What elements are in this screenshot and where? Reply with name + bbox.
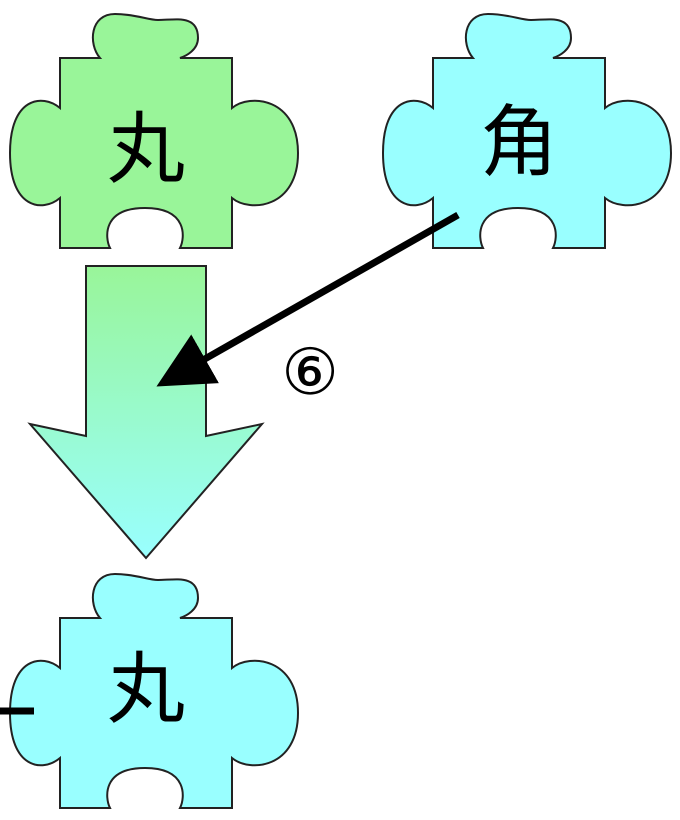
piece-label: 丸 <box>107 105 185 195</box>
transform-arrow <box>27 265 265 560</box>
puzzle-piece-shape <box>8 12 300 249</box>
puzzle-piece-top-right: 角 <box>381 12 673 249</box>
piece-label: 丸 <box>107 645 185 735</box>
step-number-label: ⑥ <box>281 336 338 410</box>
puzzle-piece-shape <box>8 572 300 809</box>
puzzle-piece-shape <box>381 12 673 249</box>
piece-label: 角 <box>480 98 558 188</box>
puzzle-piece-bottom: 丸 <box>8 572 300 809</box>
step-arrow <box>156 211 460 387</box>
puzzle-piece-top-left: 丸 <box>8 12 300 249</box>
